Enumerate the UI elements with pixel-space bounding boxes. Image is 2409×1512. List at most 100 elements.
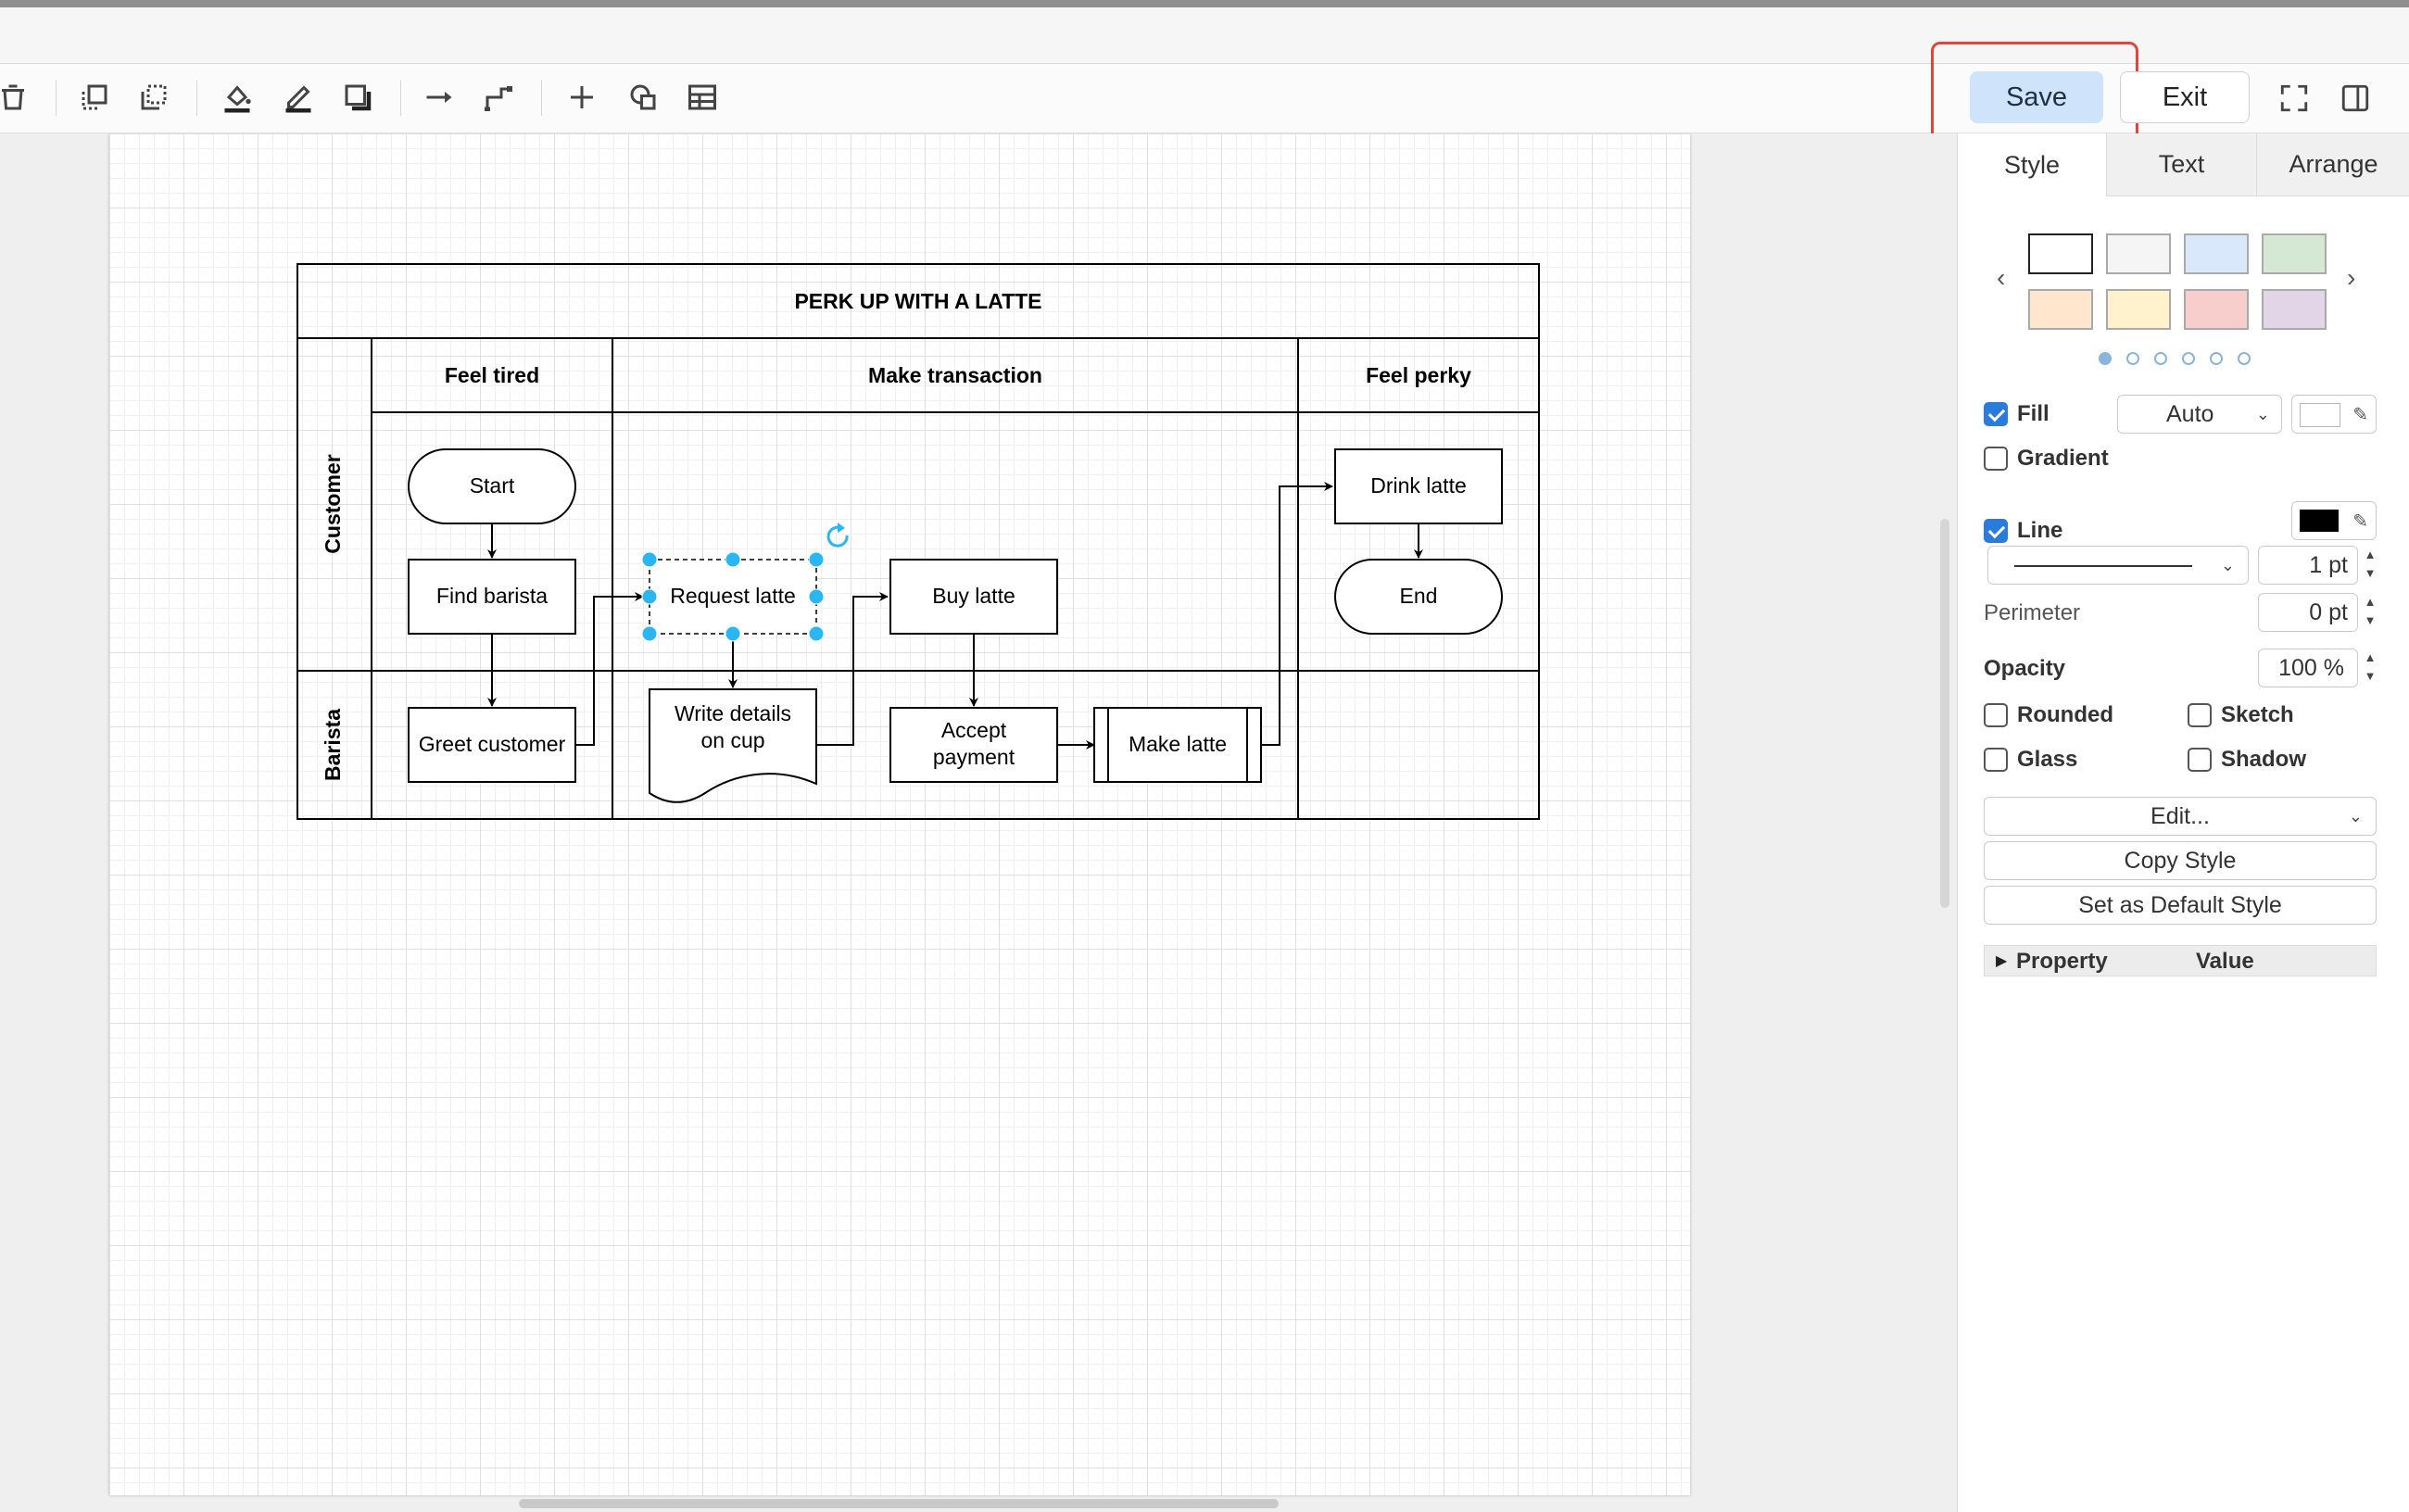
table-icon[interactable] — [678, 73, 726, 121]
swatch-red[interactable] — [2184, 289, 2249, 330]
page-dot[interactable] — [2238, 352, 2251, 365]
opacity-input[interactable]: 100 % — [2258, 649, 2358, 687]
to-front-icon[interactable] — [70, 73, 119, 121]
page-dot-active[interactable] — [2099, 352, 2112, 365]
pool-frame[interactable] — [296, 263, 1540, 820]
glass-checkbox[interactable] — [1984, 748, 2008, 772]
rounded-checkbox[interactable] — [1984, 703, 2008, 727]
tab-style[interactable]: Style — [2003, 150, 2061, 179]
shape-drink-latte[interactable] — [1334, 448, 1503, 524]
vertical-scrollbar[interactable] — [1940, 519, 1949, 908]
line-color-icon[interactable] — [274, 73, 322, 121]
swatch-blue[interactable] — [2184, 233, 2249, 274]
shape-request-latte-label: Request latte — [670, 584, 796, 608]
chevron-down-icon: ⌄ — [2348, 806, 2363, 825]
eyedropper-icon: ✎ — [2352, 404, 2368, 425]
diagram-page[interactable]: PERK UP WITH A LATTE Feel tired Make tra… — [109, 133, 1690, 1495]
line-style-select[interactable]: ⌄ — [1987, 546, 2249, 585]
shape-write-details[interactable] — [649, 688, 817, 803]
tab-arrange[interactable]: Arrange — [2256, 133, 2409, 196]
resize-handle[interactable] — [725, 551, 741, 568]
perimeter-label: Perimeter — [1984, 600, 2081, 625]
swatch-white[interactable] — [2028, 233, 2093, 274]
swatch-next-icon[interactable]: › — [2347, 263, 2356, 292]
shape-end[interactable] — [1334, 559, 1503, 635]
fullscreen-icon[interactable] — [2268, 74, 2320, 122]
expand-triangle-icon[interactable]: ▶ — [1996, 953, 2008, 969]
perimeter-input[interactable]: 0 pt — [2258, 593, 2358, 632]
resize-handle[interactable] — [808, 551, 825, 568]
opacity-label: Opacity — [1984, 656, 2066, 681]
shape-make-latte-label: Make latte — [1129, 732, 1227, 756]
fill-color-icon[interactable] — [213, 73, 261, 121]
set-default-style-button[interactable]: Set as Default Style — [1984, 886, 2377, 925]
horizontal-scrollbar[interactable] — [519, 1499, 1279, 1508]
shape-accept-payment[interactable] — [889, 707, 1058, 783]
spin-up-icon[interactable]: ▲ — [2364, 595, 2377, 609]
phase-feel-tired: Feel tired — [445, 363, 539, 387]
delete-icon[interactable] — [0, 73, 37, 121]
page-dot[interactable] — [2154, 352, 2167, 365]
rotate-handle-icon[interactable] — [826, 523, 849, 548]
exit-button[interactable]: Exit — [2120, 71, 2250, 123]
swatch-green[interactable] — [2262, 233, 2327, 274]
shape-find-barista[interactable] — [408, 559, 576, 635]
shadow-label: Shadow — [2221, 747, 2307, 772]
shape-greet-customer[interactable] — [408, 707, 576, 783]
line-color-picker[interactable]: ✎ — [2291, 501, 2377, 540]
spin-down-icon[interactable]: ▼ — [2364, 566, 2377, 580]
swatch-orange[interactable] — [2028, 289, 2093, 330]
resize-handle[interactable] — [808, 588, 825, 605]
shadow-checkbox[interactable] — [2188, 748, 2212, 772]
connection-icon[interactable] — [415, 73, 463, 121]
copy-style-button[interactable]: Copy Style — [1984, 841, 2377, 880]
edit-style-label: Edit... — [2150, 802, 2210, 829]
line-width-input[interactable]: 1 pt — [2258, 546, 2358, 585]
shape-start[interactable] — [408, 448, 576, 524]
gradient-checkbox[interactable] — [1984, 447, 2008, 471]
chevron-down-icon: ⌄ — [2220, 555, 2235, 574]
sketch-checkbox[interactable] — [2188, 703, 2212, 727]
resize-handle[interactable] — [808, 625, 825, 642]
format-panel: Style Text Arrange ‹ › Fill Auto ⌄ ✎ Gra… — [1957, 133, 2409, 1512]
swatch-yellow[interactable] — [2106, 289, 2171, 330]
rounded-label: Rounded — [2017, 702, 2113, 727]
tab-text[interactable]: Text — [2106, 133, 2256, 196]
fill-color-picker[interactable]: ✎ — [2291, 395, 2377, 434]
fill-color-preview — [2300, 403, 2340, 427]
resize-handle[interactable] — [641, 588, 658, 605]
edit-style-button[interactable]: Edit... ⌄ — [1984, 797, 2377, 836]
resize-handle[interactable] — [641, 551, 658, 568]
swatch-purple[interactable] — [2262, 289, 2327, 330]
shape-request-latte[interactable] — [649, 559, 817, 635]
property-column-header: Property — [2016, 949, 2108, 974]
resize-handle[interactable] — [725, 625, 741, 642]
spin-down-icon[interactable]: ▼ — [2364, 669, 2377, 683]
waypoints-icon[interactable] — [474, 73, 523, 121]
swatch-prev-icon[interactable]: ‹ — [1997, 263, 2006, 292]
spin-up-icon[interactable]: ▲ — [2364, 650, 2377, 664]
page-dot[interactable] — [2126, 352, 2139, 365]
shape-write-details-label-1: Write details — [675, 701, 791, 725]
fill-mode-select[interactable]: Auto ⌄ — [2117, 395, 2282, 434]
swatch-gray[interactable] — [2106, 233, 2171, 274]
to-back-icon[interactable] — [130, 73, 178, 121]
shadow-icon[interactable] — [334, 73, 382, 121]
shape-buy-latte[interactable] — [889, 559, 1058, 635]
format-panel-icon[interactable] — [2329, 74, 2381, 122]
shape-greet-customer-label: Greet customer — [419, 732, 566, 756]
line-checkbox[interactable] — [1984, 519, 2008, 543]
property-table-header[interactable]: ▶ Property Value — [1984, 945, 2377, 976]
insert-icon[interactable] — [558, 73, 606, 121]
spin-up-icon[interactable]: ▲ — [2364, 548, 2377, 561]
shape-make-latte[interactable] — [1093, 707, 1262, 783]
page-dot[interactable] — [2210, 352, 2223, 365]
page-dot[interactable] — [2182, 352, 2195, 365]
title-bar — [0, 7, 2409, 64]
spin-down-icon[interactable]: ▼ — [2364, 613, 2377, 627]
save-button[interactable]: Save — [1970, 71, 2103, 123]
fill-checkbox[interactable] — [1984, 402, 2008, 426]
resize-handle[interactable] — [641, 625, 658, 642]
shapes-icon[interactable] — [619, 73, 667, 121]
diagram-canvas[interactable]: PERK UP WITH A LATTE Feel tired Make tra… — [0, 133, 1957, 1512]
